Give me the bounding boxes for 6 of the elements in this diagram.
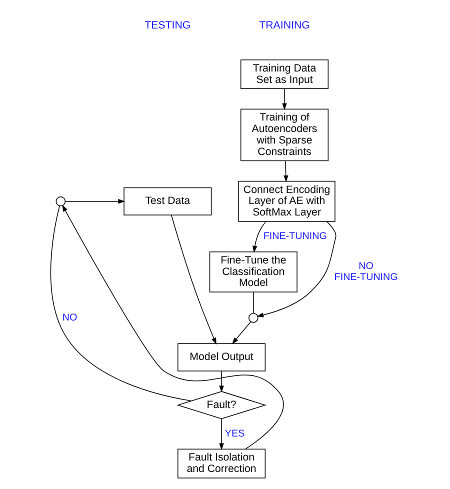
edge-label: FINE-TUNING [262,230,326,242]
edge-label: NO [62,312,77,323]
label: TRAINING [258,19,310,31]
edge-label: YES [224,428,244,440]
label: TESTING [144,19,190,31]
edge-label: NO FINE-TUNING [334,260,398,282]
